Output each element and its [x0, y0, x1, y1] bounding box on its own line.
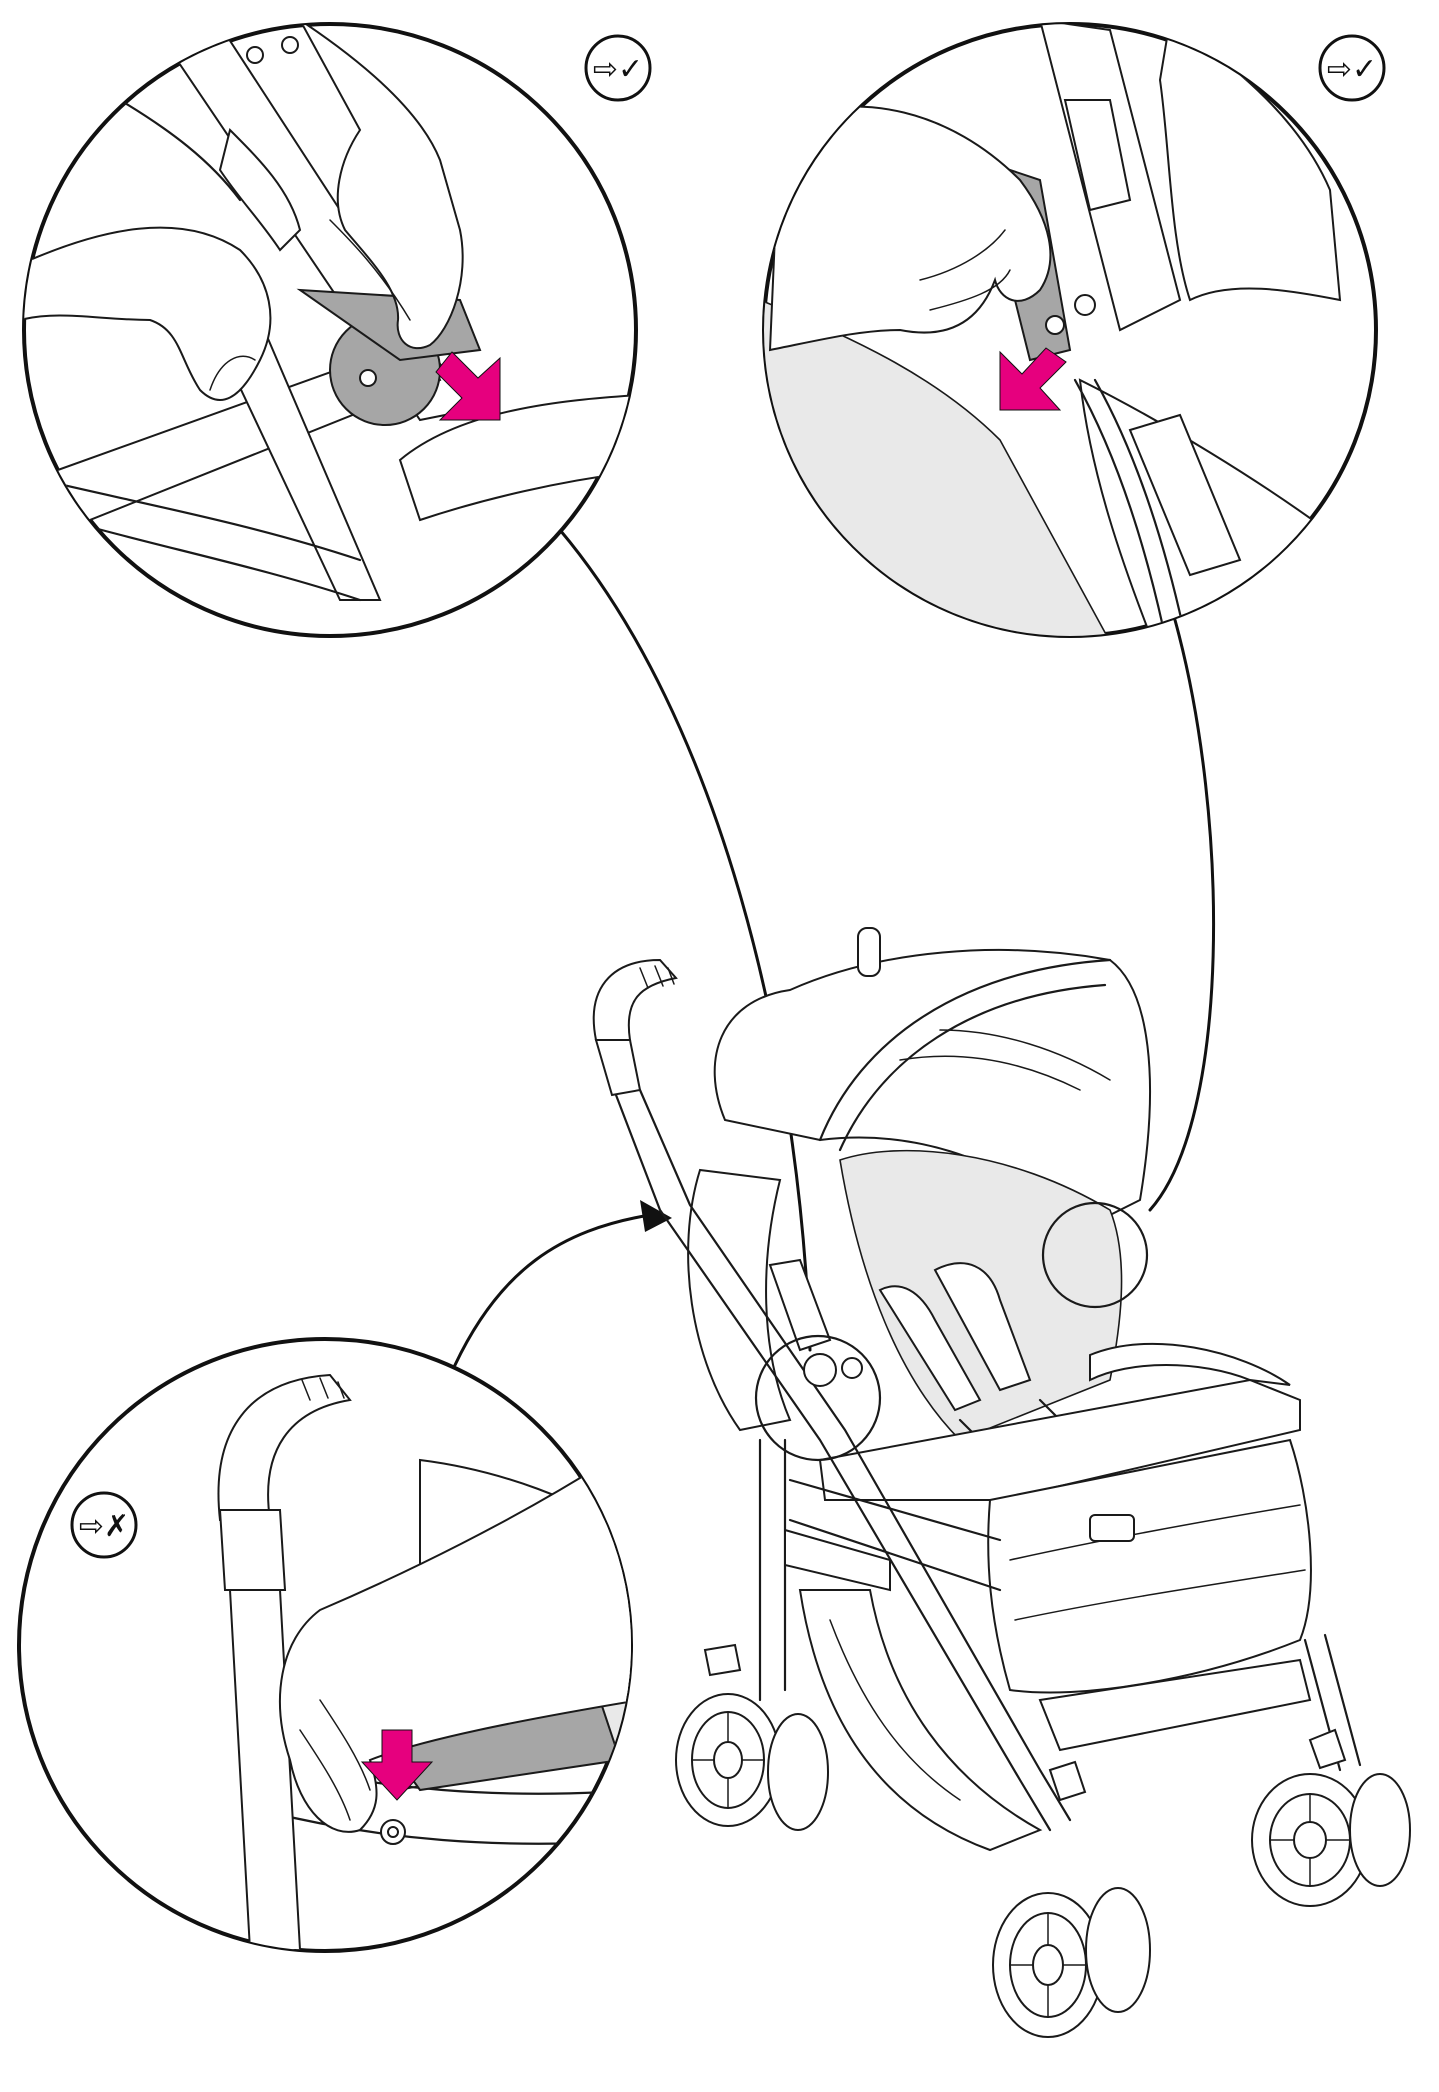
check-click-icon: ⇨✓	[584, 34, 652, 102]
arrow-press-icon	[999, 347, 1067, 411]
stroller-illustration	[592, 927, 1411, 2038]
connector-lines	[453, 528, 1216, 1367]
wheel-front-right	[1251, 1773, 1411, 1907]
check-click-icon: ⇨✓	[1318, 34, 1386, 102]
arrow-press-icon	[360, 1729, 434, 1801]
detail-circle-bottom-left	[17, 1337, 633, 1953]
arrow-press-icon	[435, 351, 501, 421]
svg-text:⇨✓: ⇨✓	[1327, 52, 1377, 87]
detail-circle-top-left	[22, 22, 638, 638]
focus-circle-fold-joint	[754, 1334, 882, 1462]
wheel-front-left	[992, 1887, 1151, 2038]
svg-text:⇨✓: ⇨✓	[593, 52, 643, 87]
cross-click-icon: ⇨✗	[70, 1491, 138, 1559]
wheel-rear-left	[675, 1693, 829, 1831]
focus-circle-canopy-joint	[1041, 1201, 1149, 1309]
connector-arrowhead	[640, 1200, 672, 1232]
svg-text:⇨✗: ⇨✗	[79, 1509, 129, 1544]
detail-circle-top-right	[762, 22, 1378, 638]
